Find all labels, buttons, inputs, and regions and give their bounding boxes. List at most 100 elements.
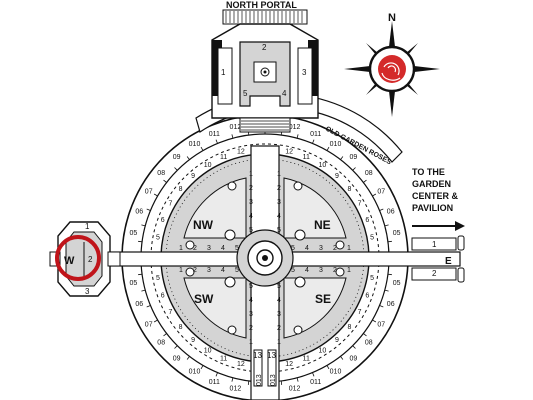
ring-tick <box>163 333 167 337</box>
bench-icon <box>457 235 465 283</box>
south-gate-number-right: 13 <box>267 351 276 360</box>
quadrant-label-ne: NE <box>314 218 331 232</box>
inner-bed-number: 3 <box>277 199 281 206</box>
north-portal-steps <box>239 117 291 133</box>
quadrant-label-se: SE <box>315 292 331 306</box>
west-pod-bed-3: 3 <box>85 287 90 296</box>
outer-ring-number: 06 <box>387 208 395 215</box>
middle-ring-number: 9 <box>335 337 339 344</box>
middle-ring-number: 6 <box>365 293 369 300</box>
south-gate-post <box>253 349 263 387</box>
outer-ring-number: 05 <box>393 230 401 237</box>
north-portal-stair-hatch <box>225 11 303 23</box>
ring-tick <box>352 167 356 171</box>
ring-tick <box>200 146 204 151</box>
inner-bed-number: 1 <box>277 171 281 178</box>
ring-tick <box>296 134 299 139</box>
ring-tick <box>247 380 250 385</box>
middle-ring-number: 11 <box>220 154 227 161</box>
middle-ring-number: 10 <box>204 348 212 355</box>
ring-tick <box>384 289 389 292</box>
inner-bed-number: 5 <box>291 245 295 252</box>
middle-ring-number: 8 <box>347 186 351 193</box>
west-pod-connector <box>107 251 121 267</box>
directions-line-4: PAVILION <box>412 203 453 213</box>
ring-tick <box>387 273 392 276</box>
middle-ring-number: 7 <box>358 309 362 316</box>
outer-ring-number: 012 <box>289 124 301 131</box>
middle-ring-number: 12 <box>237 149 245 156</box>
ring-tick <box>141 224 146 227</box>
outer-ring-number: 011 <box>209 379 220 386</box>
outer-ring-number: 010 <box>189 141 201 148</box>
ring-tick <box>231 134 234 139</box>
south-gate-number-left: 13 <box>253 351 262 360</box>
ring-tick <box>387 240 392 243</box>
fountain-icon <box>227 325 237 335</box>
inner-bed-number: 5 <box>277 283 281 290</box>
central-fountain-core <box>262 255 268 261</box>
inner-bed-number: 4 <box>249 297 253 304</box>
inner-bed-number: 4 <box>277 297 281 304</box>
quadrant-fountains <box>185 181 345 335</box>
west-pod-bed-2: 2 <box>88 255 93 264</box>
north-portal-bed-1 <box>217 47 233 105</box>
inner-bed-number: 1 <box>249 171 253 178</box>
inner-bed-number: 5 <box>249 283 253 290</box>
fountain-icon <box>335 267 345 277</box>
ring-tick <box>296 377 299 382</box>
north-portal-step-lines <box>241 120 289 131</box>
inner-bed-number: 3 <box>277 311 281 318</box>
fountain-icon <box>294 276 306 288</box>
inner-bed-number: 3 <box>249 311 253 318</box>
inner-bed-number: 1 <box>179 267 183 274</box>
inner-bed-number: 2 <box>249 185 253 192</box>
west-label: W <box>64 255 75 267</box>
inner-bed-number: 3 <box>249 199 253 206</box>
ring-tick <box>363 333 367 337</box>
inner-bed-number: 3 <box>319 267 323 274</box>
ring-tick <box>200 365 204 370</box>
west-pod-bed-1: 1 <box>85 222 90 231</box>
north-portal-title: NORTH PORTAL <box>226 0 297 10</box>
ring-tick <box>312 372 315 377</box>
ring-tick <box>186 156 190 160</box>
middle-ring-number: 10 <box>204 162 212 169</box>
se-quadrant-bed <box>283 277 347 339</box>
south-gate-number-right-outer: 013 <box>270 374 277 386</box>
inner-bed-number: 2 <box>193 267 197 274</box>
compass-north-label: N <box>388 12 396 24</box>
east-path-bed-1 <box>411 237 457 251</box>
east-path-bed-label-1: 1 <box>432 240 437 249</box>
nw-quadrant-bed <box>183 177 247 239</box>
east-path-bed-2 <box>411 267 457 281</box>
fountain-icon <box>294 229 306 241</box>
ring-tick <box>153 319 158 323</box>
outer-ring-number: 010 <box>330 141 342 148</box>
ring-tick <box>163 179 167 183</box>
inner-bed-number: 5 <box>249 227 253 234</box>
middle-ring-number: 6 <box>365 217 369 224</box>
inner-bed-number: 2 <box>277 325 281 332</box>
ring-tick <box>340 356 344 360</box>
north-portal-stairs <box>222 9 308 25</box>
compass-rose-icon <box>344 21 440 117</box>
portal-bed-label-3: 3 <box>302 68 307 77</box>
north-portal-bench-right <box>308 40 318 96</box>
ring-tick <box>153 193 158 197</box>
outer-ring-number: 09 <box>350 154 358 161</box>
outer-ring-number: 08 <box>365 170 373 177</box>
portal-bed-label-4: 4 <box>282 89 287 98</box>
middle-ring-number: 9 <box>191 173 195 180</box>
fountain-icon <box>293 325 303 335</box>
east-label: E <box>445 256 452 267</box>
ring-tick <box>372 193 377 197</box>
inner-bed-number: 2 <box>277 185 281 192</box>
middle-ring-number: 12 <box>237 361 245 368</box>
ring-tick <box>326 365 330 370</box>
middle-ring-number: 10 <box>319 162 327 169</box>
ring-tick <box>379 208 384 211</box>
fountain-icon <box>227 181 237 191</box>
